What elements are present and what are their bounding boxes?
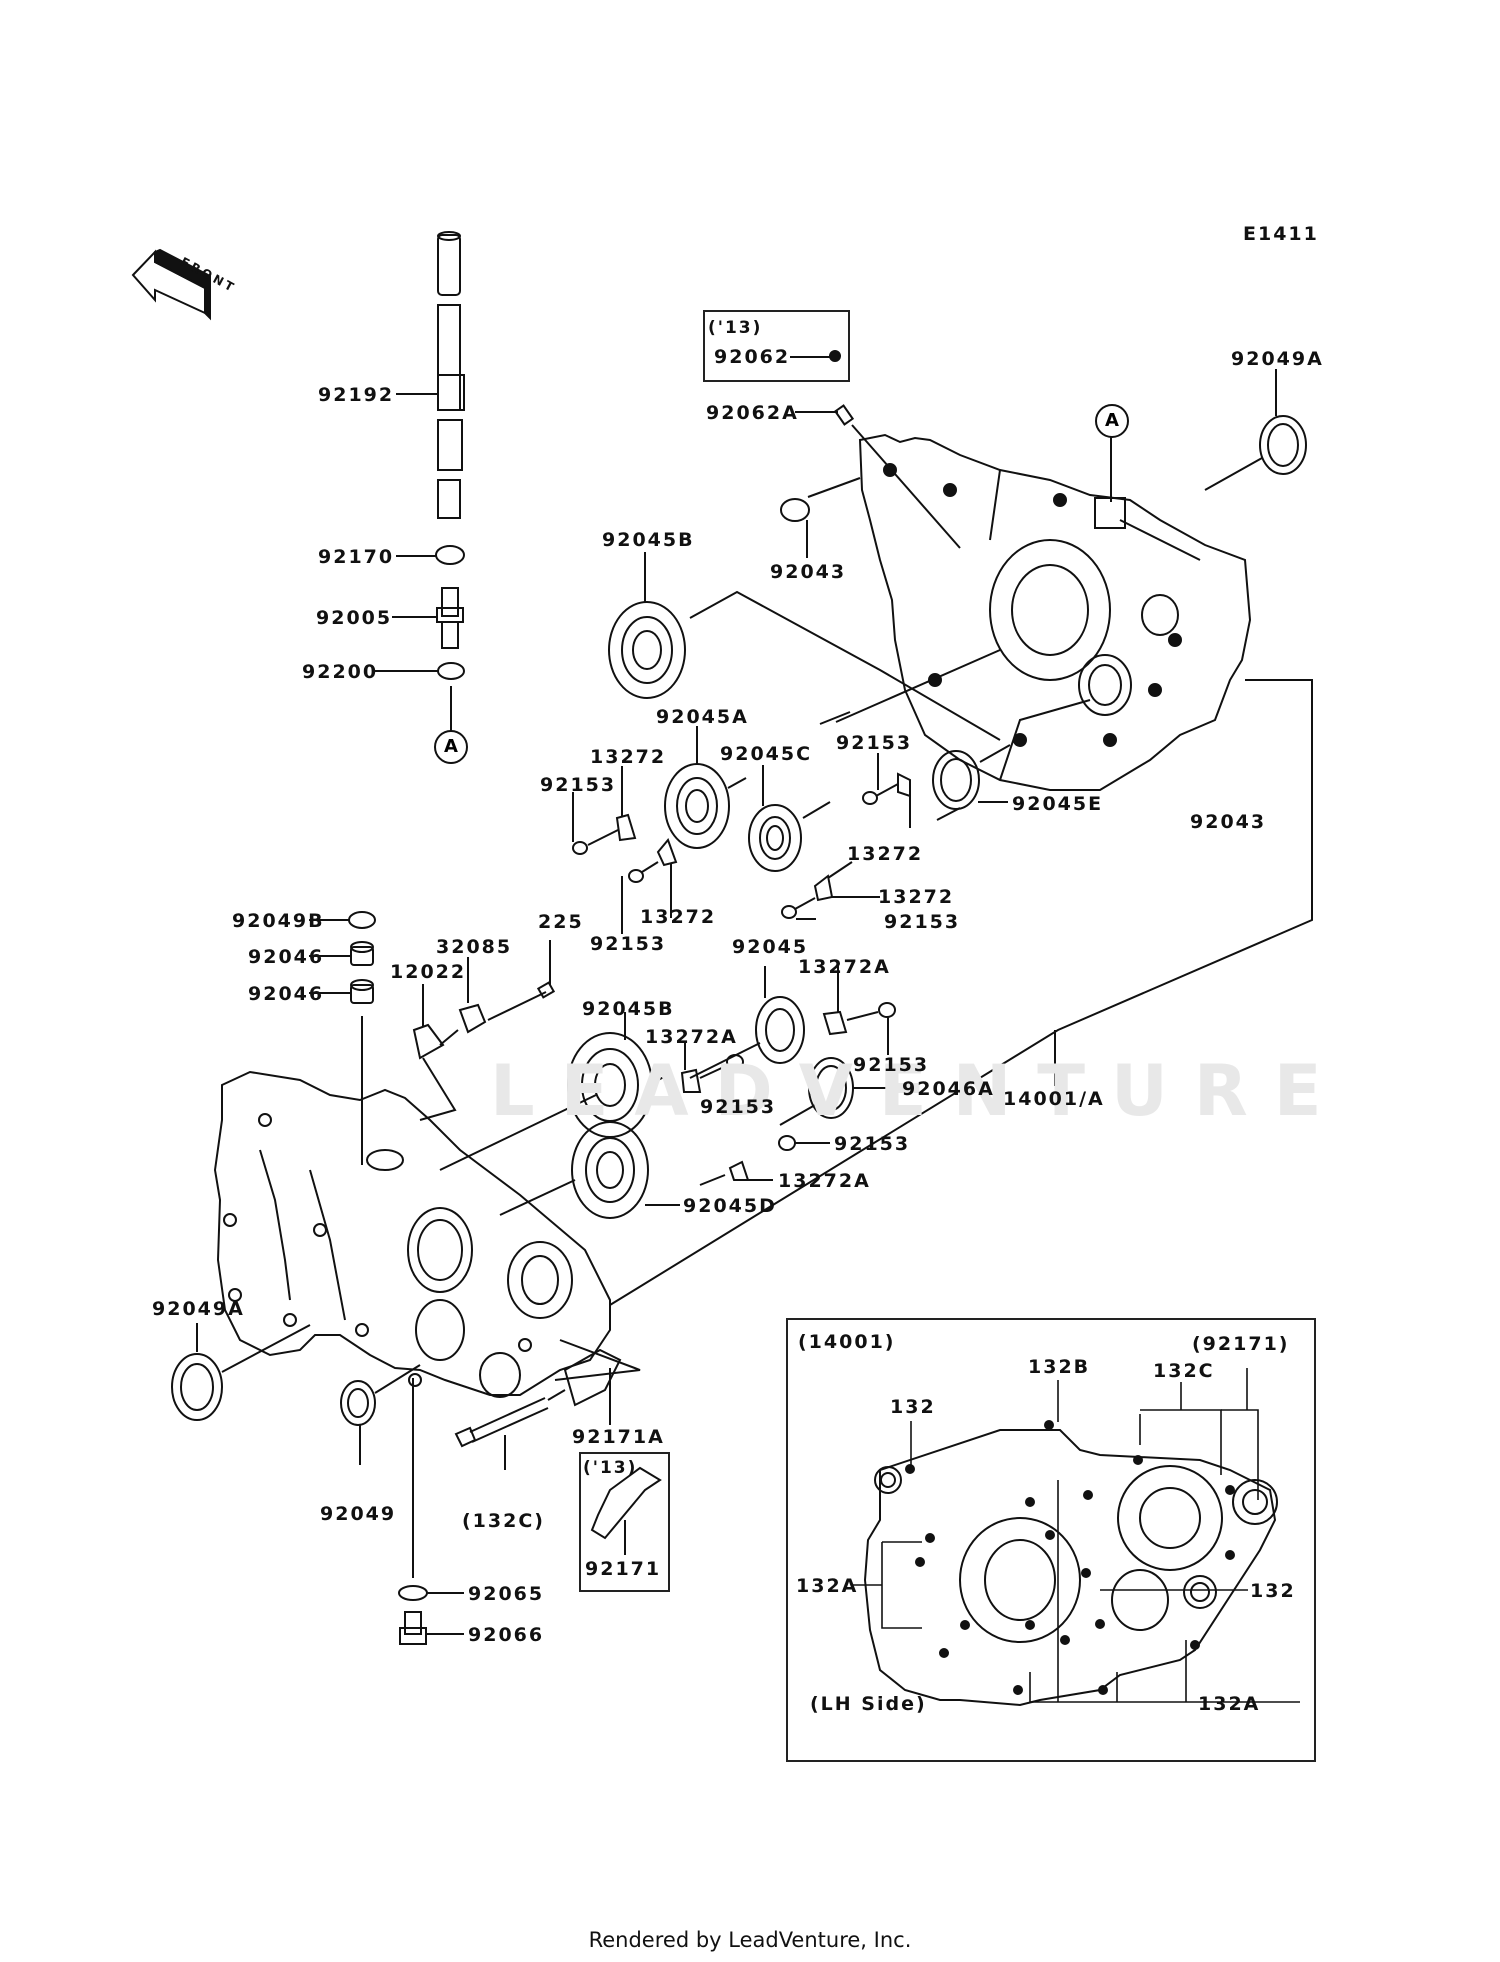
right-crankcase-half xyxy=(858,433,1252,791)
reference-marker-a-top: A xyxy=(1095,404,1129,438)
callout-92066[interactable]: 92066 xyxy=(468,1624,545,1646)
callout-92045D[interactable]: 92045D xyxy=(683,1195,777,1217)
callout-92046A[interactable]: 92046A xyxy=(902,1078,995,1100)
inset-callout-132-right[interactable]: 132 xyxy=(1250,1580,1296,1602)
callout-92065[interactable]: 92065 xyxy=(468,1583,545,1605)
callout-92045B-mid[interactable]: 92045B xyxy=(582,998,675,1020)
callout-13272A-b[interactable]: 13272A xyxy=(645,1026,738,1048)
callout-92049B[interactable]: 92049B xyxy=(232,910,325,932)
callout-92049A-left[interactable]: 92049A xyxy=(152,1298,245,1320)
callout-13272-d[interactable]: 13272 xyxy=(878,886,955,908)
callout-92049A-top[interactable]: 92049A xyxy=(1231,348,1324,370)
callout-92045[interactable]: 92045 xyxy=(732,936,809,958)
inset-title: (14001) xyxy=(798,1331,896,1353)
callout-92043-top[interactable]: 92043 xyxy=(770,561,847,583)
callout-92062[interactable]: 92062 xyxy=(714,346,791,368)
callout-13272-c[interactable]: 13272 xyxy=(847,843,924,865)
callout-92153-a[interactable]: 92153 xyxy=(836,732,913,754)
callout-92171A[interactable]: 92171A xyxy=(572,1426,665,1448)
callout-92045B-top[interactable]: 92045B xyxy=(602,529,695,551)
callout-92153-b[interactable]: 92153 xyxy=(540,774,617,796)
callout-92005[interactable]: 92005 xyxy=(316,607,393,629)
front-arrow-icon xyxy=(131,248,211,321)
callout-92046-a[interactable]: 92046 xyxy=(248,946,325,968)
footer-credit: Rendered by LeadVenture, Inc. xyxy=(588,1928,912,1952)
callout-92045A[interactable]: 92045A xyxy=(656,706,749,728)
watermark: LEADVENTURE xyxy=(490,1050,1348,1132)
callout-92045C[interactable]: 92045C xyxy=(720,743,813,765)
callout-92192[interactable]: 92192 xyxy=(318,384,395,406)
variant-year-label: ('13) xyxy=(708,318,763,338)
callout-92043-right[interactable]: 92043 xyxy=(1190,811,1267,833)
callout-92153-c[interactable]: 92153 xyxy=(590,933,667,955)
inset-lh-side-box xyxy=(786,1318,1316,1762)
screw-plates xyxy=(572,753,911,934)
callout-92171[interactable]: 92171 xyxy=(585,1558,662,1580)
callout-32085[interactable]: 32085 xyxy=(436,936,513,958)
inset-leaders xyxy=(852,1368,1300,1703)
washer-92200 xyxy=(372,662,465,731)
callout-13272A-c[interactable]: 13272A xyxy=(778,1170,871,1192)
reference-marker-a-bottom: A xyxy=(434,730,468,764)
inset-ref: (92171) xyxy=(1192,1333,1290,1355)
fitting-92005 xyxy=(392,587,464,649)
variant-box-92171 xyxy=(579,1452,670,1592)
callout-92153-e[interactable]: 92153 xyxy=(853,1054,930,1076)
callout-92153-f[interactable]: 92153 xyxy=(700,1096,777,1118)
inset-callout-132-top[interactable]: 132 xyxy=(890,1396,936,1418)
hose-92192 xyxy=(396,231,465,519)
variant-year-label-2: ('13) xyxy=(583,1458,638,1478)
callout-225[interactable]: 225 xyxy=(538,911,584,933)
left-crankcase-half xyxy=(213,1070,611,1398)
variant-box-92062 xyxy=(703,310,850,382)
callout-92045E[interactable]: 92045E xyxy=(1012,793,1104,815)
callout-92153-d[interactable]: 92153 xyxy=(884,911,961,933)
inset-callout-132B[interactable]: 132B xyxy=(1028,1356,1091,1378)
callout-92049[interactable]: 92049 xyxy=(320,1503,397,1525)
inset-callout-132C[interactable]: 132C xyxy=(1153,1360,1215,1382)
callout-92153-g[interactable]: 92153 xyxy=(834,1133,911,1155)
callout-14001A[interactable]: 14001/A xyxy=(1003,1088,1105,1110)
inset-callout-132A-left[interactable]: 132A xyxy=(796,1575,859,1597)
callout-12022[interactable]: 12022 xyxy=(390,961,467,983)
callout-92046-b[interactable]: 92046 xyxy=(248,983,325,1005)
callout-92170[interactable]: 92170 xyxy=(318,546,395,568)
callout-132C-paren[interactable]: (132C) xyxy=(462,1510,545,1532)
inset-crankcase-lh-side xyxy=(863,1420,1278,1707)
clamp-92170 xyxy=(396,545,465,565)
callout-13272-b[interactable]: 13272 xyxy=(640,906,717,928)
callout-13272-a[interactable]: 13272 xyxy=(590,746,667,768)
inset-side-label: (LH Side) xyxy=(810,1693,927,1715)
diagram-code: E1411 xyxy=(1243,223,1319,245)
callout-13272A-a[interactable]: 13272A xyxy=(798,956,891,978)
callout-92200[interactable]: 92200 xyxy=(302,661,379,683)
bolt-132C xyxy=(454,1389,566,1470)
callout-92062A[interactable]: 92062A xyxy=(706,402,799,424)
inset-callout-132A-bottom[interactable]: 132A xyxy=(1198,1693,1261,1715)
